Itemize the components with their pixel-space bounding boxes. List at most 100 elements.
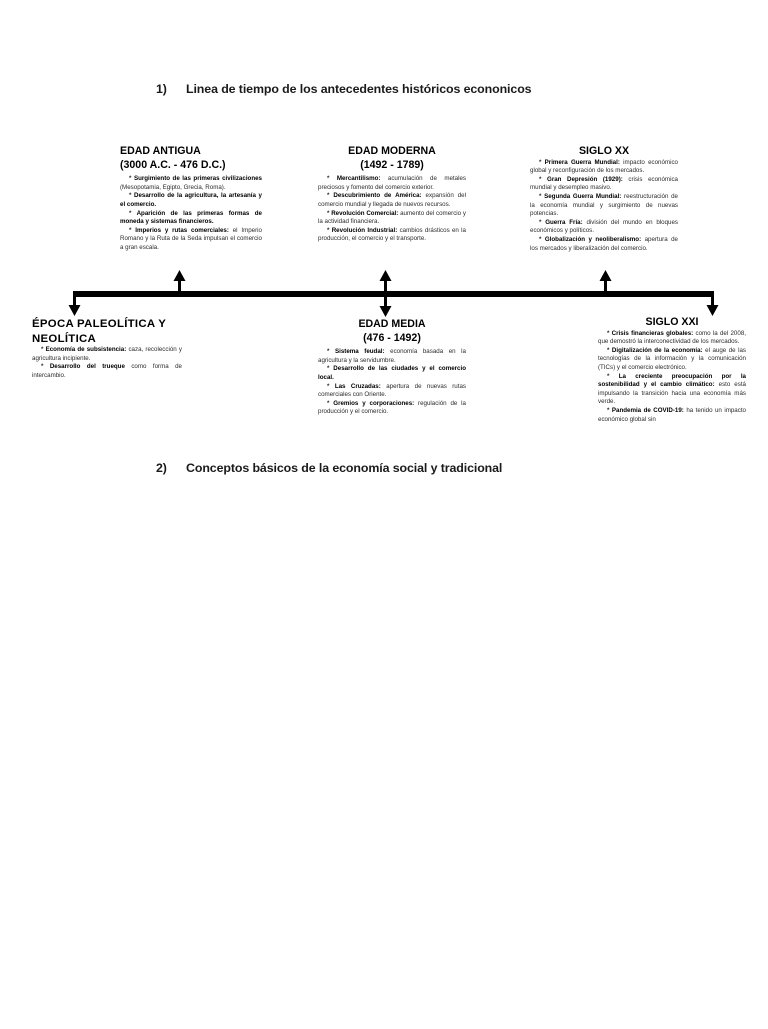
era-bullet-rest: acumulación de metales preciosos y fomen… bbox=[318, 175, 466, 191]
era-bullet-item: * Revolución Industrial: cambios drástic… bbox=[318, 227, 466, 244]
era-bullet-item: * Aparición de las primeras formas de mo… bbox=[120, 210, 262, 227]
era-bullet-item: * Guerra Fría: división del mundo en blo… bbox=[530, 219, 678, 236]
timeline-arrow-down-sigloxxi bbox=[706, 291, 719, 316]
era-body-siglo-xx: * Primera Guerra Mundial: impacto económ… bbox=[530, 159, 678, 254]
era-bullet-rest: apertura de los mercados y liberalizació… bbox=[530, 235, 678, 252]
era-range-edad-media: (476 - 1492) bbox=[363, 331, 421, 344]
era-bullet-lead: Revolución Industrial: bbox=[331, 226, 398, 234]
era-bullet-item: * Mercantilismo: acumulación de metales … bbox=[318, 175, 466, 192]
era-title-edad-antigua: EDAD ANTIGUA bbox=[120, 145, 201, 157]
bullet-star-icon: * bbox=[607, 406, 612, 414]
era-bullet-rest: caza, recolección y agricultura incipien… bbox=[32, 346, 182, 362]
era-bullet-item: * Imperios y rutas comerciales: el Imper… bbox=[120, 227, 262, 253]
era-bullet-item: * Desarrollo de la agricultura, la artes… bbox=[120, 192, 262, 209]
era-block-epoca-paleolitica: ÉPOCA PALEOLÍTICA Y NEOLÍTICA * Economía… bbox=[32, 317, 182, 380]
era-bullet-lead: Desarrollo de la agricultura, la artesan… bbox=[120, 192, 262, 208]
era-block-edad-media: EDAD MEDIA (476 - 1492) * Sistema feudal… bbox=[318, 318, 466, 417]
era-bullet-item: * Descubrimiento de América: expansión d… bbox=[318, 192, 466, 209]
timeline-horizontal-bar bbox=[73, 291, 714, 297]
era-bullet-rest: el auge de las tecnologías de la informa… bbox=[598, 346, 746, 371]
era-body-edad-antigua: * Surgimiento de las primeras civilizaci… bbox=[120, 175, 262, 252]
bullet-star-icon: * bbox=[327, 226, 332, 234]
bullet-star-icon: * bbox=[129, 226, 136, 234]
era-bullet-rest: economía basada en la agricultura y la s… bbox=[318, 348, 466, 364]
era-block-edad-moderna: EDAD MODERNA (1492 - 1789) * Mercantilis… bbox=[318, 145, 466, 244]
era-bullet-rest: cambios drásticos en la producción, el c… bbox=[318, 226, 466, 243]
era-bullet-rest: ha tenido un impacto económico global si… bbox=[598, 406, 746, 423]
era-bullet-lead: Crisis financieras globales: bbox=[611, 329, 694, 337]
heading-1-text: Linea de tiempo de los antecedentes hist… bbox=[186, 82, 532, 96]
era-bullet-item: * Gremios y corporaciones: regulación de… bbox=[318, 400, 466, 417]
era-bullet-item: * Sistema feudal: economía basada en la … bbox=[318, 348, 466, 365]
era-body-edad-moderna: * Mercantilismo: acumulación de metales … bbox=[318, 175, 466, 244]
era-bullet-item: * Pandemia de COVID-19: ha tenido un imp… bbox=[598, 407, 746, 424]
era-bullet-lead: Desarrollo de las ciudades y el comercio… bbox=[318, 365, 466, 381]
era-block-siglo-xx: SIGLO XX * Primera Guerra Mundial: impac… bbox=[530, 145, 678, 253]
era-block-siglo-xxi: SIGLO XXI * Crisis financieras globales:… bbox=[598, 316, 746, 424]
bullet-star-icon: * bbox=[607, 329, 612, 337]
era-bullet-lead: Digitalización de la economía: bbox=[611, 346, 703, 354]
era-bullet-rest: el Imperio Romano y la Ruta de la Seda i… bbox=[120, 226, 262, 251]
bullet-star-icon: * bbox=[327, 382, 335, 390]
bullet-star-icon: * bbox=[41, 363, 50, 371]
page-heading-2: 2) Conceptos básicos de la economía soci… bbox=[156, 461, 502, 475]
era-block-edad-antigua: EDAD ANTIGUA (3000 A.C. - 476 D.C.) * Su… bbox=[120, 145, 262, 253]
era-bullet-lead: Surgimiento de las primeras civilizacion… bbox=[133, 175, 262, 183]
bullet-star-icon: * bbox=[327, 192, 334, 200]
era-bullet-lead: Economía de subsistencia: bbox=[45, 346, 127, 353]
bullet-star-icon: * bbox=[539, 218, 546, 226]
era-bullet-lead: Aparición de las primeras formas de mone… bbox=[120, 209, 262, 226]
era-bullet-rest: crisis económica mundial y desempleo mas… bbox=[530, 175, 678, 192]
era-bullet-lead: Imperios y rutas comerciales: bbox=[135, 226, 229, 234]
bullet-star-icon: * bbox=[539, 175, 547, 183]
era-range-edad-antigua: (3000 A.C. - 476 D.C.) bbox=[120, 158, 226, 171]
era-bullet-item: * Desarrollo del trueque como forma de i… bbox=[32, 363, 182, 380]
era-title-edad-moderna: EDAD MODERNA bbox=[348, 145, 436, 157]
bullet-star-icon: * bbox=[129, 175, 134, 183]
era-bullet-item: * Digitalización de la economía: el auge… bbox=[598, 347, 746, 373]
era-body-epoca-paleolitica: * Economía de subsistencia: caza, recole… bbox=[32, 346, 182, 380]
era-bullet-rest: expansión del comercio mundial y llegada… bbox=[318, 192, 466, 208]
era-bullet-rest: apertura de nuevas rutas comerciales con… bbox=[318, 382, 467, 399]
bullet-star-icon: * bbox=[129, 192, 134, 200]
bullet-star-icon: * bbox=[41, 346, 46, 353]
era-bullet-lead: Guerra Fría: bbox=[545, 218, 583, 226]
era-bullet-lead: La creciente preocupación por la sosteni… bbox=[598, 372, 746, 389]
era-body-siglo-xxi: * Crisis financieras globales: como la d… bbox=[598, 330, 746, 425]
era-bullet-rest: reestructuración de la economía mundial … bbox=[530, 192, 678, 218]
bullet-star-icon: * bbox=[327, 209, 332, 217]
era-bullet-rest: regulación de la producción y el comerci… bbox=[318, 399, 466, 416]
era-bullet-lead: Primera Guerra Mundial: bbox=[544, 158, 620, 166]
era-title-siglo-xx: SIGLO XX bbox=[578, 145, 630, 157]
era-title-edad-media: EDAD MEDIA bbox=[358, 318, 426, 330]
era-title-siglo-xxi: SIGLO XXI bbox=[645, 316, 699, 328]
era-bullet-rest: división del mundo en bloques económicos… bbox=[530, 218, 679, 235]
era-bullet-rest: (Mesopotamia, Egipto, Grecia, Roma). bbox=[120, 183, 226, 191]
era-bullet-item: * Desarrollo de las ciudades y el comerc… bbox=[318, 365, 466, 382]
era-bullet-rest: como la del 2008, que demostró la interc… bbox=[598, 329, 746, 346]
bullet-star-icon: * bbox=[327, 399, 334, 407]
era-bullet-rest: esto está impulsando la transición hacia… bbox=[598, 381, 746, 406]
era-bullet-lead: Descubrimiento de América: bbox=[333, 192, 422, 200]
era-bullet-lead: Globalización y neoliberalismo: bbox=[544, 235, 642, 243]
era-bullet-lead: Revolución Comercial: bbox=[331, 209, 399, 217]
era-bullet-lead: Sistema feudal: bbox=[334, 348, 385, 356]
era-bullet-item: * Revolución Comercial: aumento del come… bbox=[318, 210, 466, 227]
era-bullet-item: * Crisis financieras globales: como la d… bbox=[598, 330, 746, 347]
heading-2-text: Conceptos básicos de la economía social … bbox=[186, 461, 503, 475]
bullet-star-icon: * bbox=[129, 209, 137, 217]
era-bullet-rest: aumento del comercio y la actividad fina… bbox=[318, 209, 466, 226]
timeline-arrow-down-paleolitica bbox=[68, 291, 81, 316]
timeline-arrow-up-sigloxx bbox=[599, 270, 612, 293]
timeline-arrow-down-media bbox=[379, 295, 392, 317]
bullet-star-icon: * bbox=[539, 235, 545, 243]
era-bullet-lead: Pandemia de COVID-19: bbox=[611, 406, 684, 414]
bullet-star-icon: * bbox=[327, 365, 334, 373]
heading-2-number: 2) bbox=[156, 461, 167, 475]
era-bullet-item: * Economía de subsistencia: caza, recole… bbox=[32, 346, 182, 363]
era-bullet-item: * Las Cruzadas: apertura de nuevas rutas… bbox=[318, 383, 466, 400]
bullet-star-icon: * bbox=[607, 346, 612, 354]
era-body-edad-media: * Sistema feudal: economía basada en la … bbox=[318, 348, 466, 417]
era-bullet-lead: Mercantilismo: bbox=[336, 175, 381, 183]
